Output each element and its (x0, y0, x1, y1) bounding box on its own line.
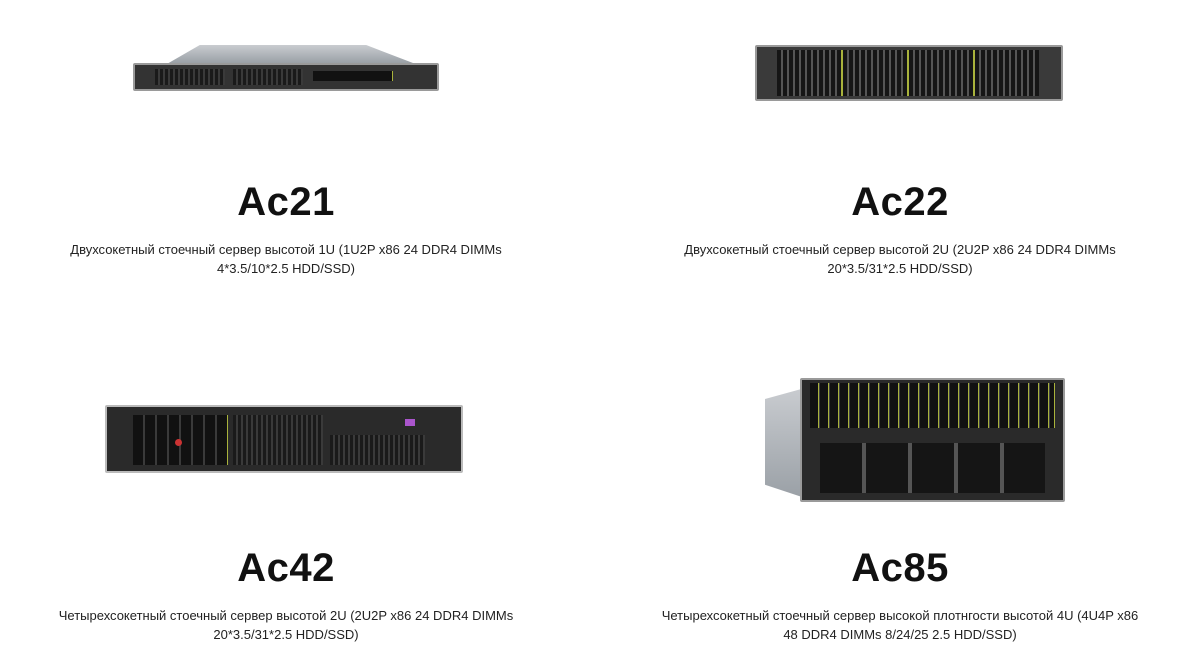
product-title[interactable]: Ac42 (237, 546, 335, 590)
product-description: Двухсокетный стоечный сервер высотой 1U … (26, 240, 546, 278)
product-card-ac21[interactable]: Ac21 Двухсокетный стоечный сервер высото… (6, 0, 566, 300)
product-card-ac22[interactable]: Ac22 Двухсокетный стоечный сервер высото… (620, 0, 1180, 300)
server-image-ac42 (105, 405, 463, 473)
product-title[interactable]: Ac21 (237, 180, 335, 224)
description-line: 48 DDR4 DIMMs 8/24/25 2.5 HDD/SSD) (783, 627, 1017, 642)
product-title[interactable]: Ac22 (851, 180, 949, 224)
description-line: 20*3.5/31*2.5 HDD/SSD) (827, 261, 973, 276)
description-line: Двухсокетный стоечный сервер высотой 1U … (70, 242, 502, 257)
server-image-ac85 (765, 378, 1065, 502)
description-line: Двухсокетный стоечный сервер высотой 2U … (684, 242, 1116, 257)
description-line: 20*3.5/31*2.5 HDD/SSD) (213, 627, 359, 642)
product-description: Двухсокетный стоечный сервер высотой 2U … (640, 240, 1160, 278)
product-card-ac42[interactable]: Ac42 Четырехсокетный стоечный сервер выс… (6, 360, 566, 660)
server-image-ac21 (133, 45, 439, 97)
description-line: 4*3.5/10*2.5 HDD/SSD) (216, 261, 355, 276)
product-description: Четырехсокетный стоечный сервер высотой … (26, 606, 546, 644)
product-description: Четырехсокетный стоечный сервер высокой … (620, 606, 1180, 644)
description-line: Четырехсокетный стоечный сервер высотой … (58, 608, 514, 623)
description-line: Четырехсокетный стоечный сервер высокой … (661, 608, 1139, 623)
server-image-ac22 (755, 45, 1063, 101)
product-card-ac85[interactable]: Ac85 Четырехсокетный стоечный сервер выс… (620, 360, 1180, 660)
product-title[interactable]: Ac85 (851, 546, 949, 590)
